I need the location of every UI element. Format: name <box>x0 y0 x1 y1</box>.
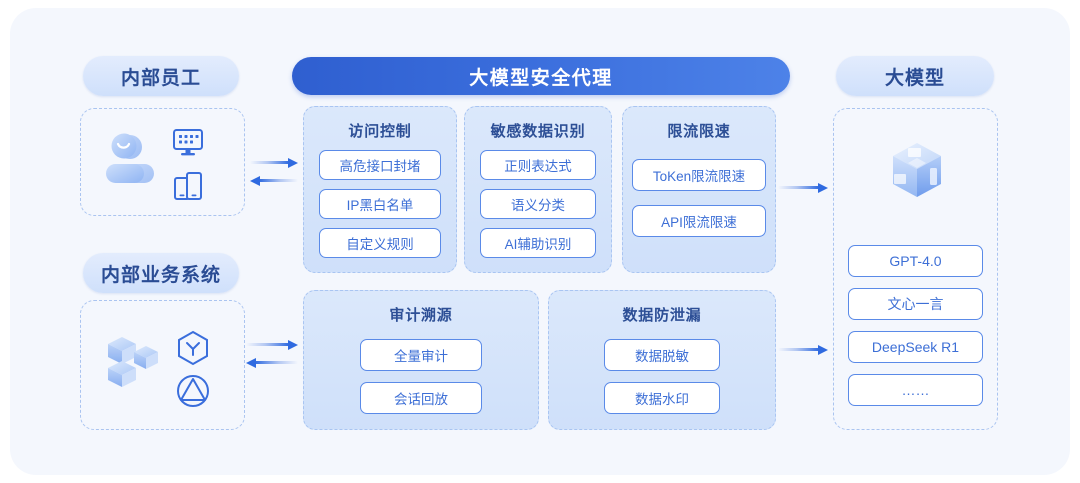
pill-label: 内部业务系统 <box>100 264 221 286</box>
module-access-control: 访问控制 高危接口封堵 IP黑白名单 自定义规则 <box>303 106 457 273</box>
arrow-agent-to-llm-bottom <box>778 345 828 355</box>
user-avatar-icon <box>98 133 162 198</box>
chip-regex[interactable]: 正则表达式 <box>480 150 596 180</box>
module-item-list: ToKen限流限速 API限流限速 <box>623 159 775 237</box>
module-title: 审计溯源 <box>389 307 453 324</box>
chip-model-wenxin[interactable]: 文心一言 <box>848 288 983 320</box>
agent-title-bar: 大模型安全代理 <box>292 57 790 95</box>
module-rate-limiting: 限流限速 ToKen限流限速 API限流限速 <box>622 106 776 273</box>
chip-data-masking[interactable]: 数据脱敏 <box>604 339 720 371</box>
chip-high-risk-api-block[interactable]: 高危接口封堵 <box>319 150 441 180</box>
llm-model-list: GPT-4.0 文心一言 DeepSeek R1 …… <box>848 245 983 406</box>
arrow-left <box>250 176 298 186</box>
module-item-list: 数据脱敏 数据水印 <box>549 339 775 414</box>
arrow-employee-to-agent <box>250 158 298 186</box>
page-title: 大模型安全代理 <box>469 67 613 89</box>
module-data-leak-prevention: 数据防泄漏 数据脱敏 数据水印 <box>548 290 776 430</box>
circle-triangle-icon <box>176 374 210 413</box>
chip-ip-allowlist[interactable]: IP黑白名单 <box>319 189 441 219</box>
pill-label: 内部员工 <box>120 67 201 89</box>
chip-ai-assisted-recognition[interactable]: AI辅助识别 <box>480 228 596 258</box>
chip-session-replay[interactable]: 会话回放 <box>360 382 482 414</box>
arrow-right <box>246 340 298 350</box>
arrow-left <box>246 358 298 368</box>
pill-label: 大模型 <box>884 67 945 89</box>
module-audit-tracing: 审计溯源 全量审计 会话回放 <box>303 290 539 430</box>
chip-full-audit[interactable]: 全量审计 <box>360 339 482 371</box>
zone-internal-employee <box>80 108 245 216</box>
pill-internal-employee: 内部员工 <box>83 56 239 96</box>
module-title: 敏感数据识别 <box>490 123 586 140</box>
chip-data-watermark[interactable]: 数据水印 <box>604 382 720 414</box>
module-item-list: 正则表达式 语义分类 AI辅助识别 <box>465 150 611 258</box>
monitor-icon <box>172 128 204 163</box>
server-stack-icon <box>104 330 166 397</box>
module-title: 限流限速 <box>667 123 731 140</box>
hexagon-y-icon <box>176 330 210 371</box>
cube-3d-icon <box>888 140 946 207</box>
arrow-right <box>250 158 298 168</box>
devices-icon <box>172 170 204 207</box>
chip-custom-rule[interactable]: 自定义规则 <box>319 228 441 258</box>
arrow-right <box>778 345 828 355</box>
module-sensitive-data-recognition: 敏感数据识别 正则表达式 语义分类 AI辅助识别 <box>464 106 612 273</box>
chip-api-rate-limit[interactable]: API限流限速 <box>632 205 766 237</box>
chip-model-deepseek[interactable]: DeepSeek R1 <box>848 331 983 363</box>
module-item-list: 全量审计 会话回放 <box>304 339 538 414</box>
pill-internal-business-system: 内部业务系统 <box>83 253 239 293</box>
chip-token-rate-limit[interactable]: ToKen限流限速 <box>632 159 766 191</box>
arrow-right <box>778 183 828 193</box>
arrow-agent-to-llm-top <box>778 183 828 193</box>
zone-internal-business-system <box>80 300 245 430</box>
module-item-list: 高危接口封堵 IP黑白名单 自定义规则 <box>304 150 456 258</box>
pill-large-model: 大模型 <box>836 56 994 96</box>
zone-large-model <box>833 108 998 430</box>
chip-model-gpt4[interactable]: GPT-4.0 <box>848 245 983 277</box>
arrow-business-to-agent <box>246 340 298 368</box>
chip-semantic-classification[interactable]: 语义分类 <box>480 189 596 219</box>
module-title: 数据防泄漏 <box>622 307 702 324</box>
chip-model-more[interactable]: …… <box>848 374 983 406</box>
module-title: 访问控制 <box>348 123 412 140</box>
